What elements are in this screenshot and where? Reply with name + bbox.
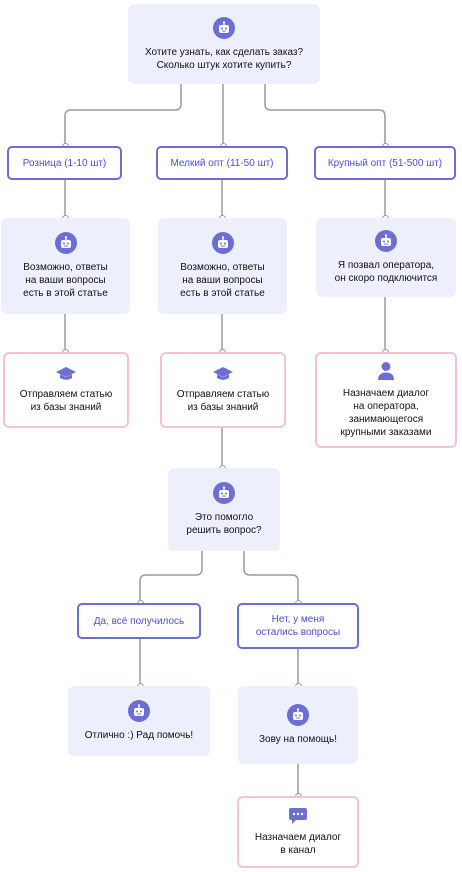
bot-message-large-wholesale: Я позвал оператора, он скоро подключится <box>316 218 456 297</box>
action-text: Отправляем статью из базы знаний <box>176 389 270 413</box>
bot-message-text: Возможно, ответы на ваши вопросы есть в … <box>180 262 265 299</box>
robot-icon <box>213 16 235 39</box>
reply-glad-to-help: Отлично :) Рад помочь! <box>68 686 210 756</box>
option-large-wholesale[interactable]: Крупный опт (51-500 шт) <box>314 146 456 180</box>
action-text: Отправляем статью из базы знаний <box>19 389 113 413</box>
graduation-cap-icon <box>212 366 234 382</box>
user-icon <box>377 361 395 381</box>
bot-message-text: Возможно, ответы на ваши вопросы есть в … <box>23 262 108 299</box>
robot-icon <box>128 700 150 722</box>
option-retail[interactable]: Розница (1-10 шт) <box>7 146 122 180</box>
reply-text: Зову на помощь! <box>259 734 337 745</box>
answer-yes[interactable]: Да, всё получилось <box>77 603 201 639</box>
robot-icon <box>213 482 235 504</box>
bot-message-text: Я позвал оператора, он скоро подключится <box>334 260 438 284</box>
action-text: Назначаем диалог в канал <box>254 832 342 856</box>
answer-no-label: Нет, у меня остались вопросы <box>255 614 341 638</box>
graduation-cap-icon <box>55 366 77 382</box>
option-small-wholesale[interactable]: Мелкий опт (11-50 шт) <box>156 146 288 180</box>
bot-message-small-wholesale: Возможно, ответы на ваши вопросы есть в … <box>158 218 287 314</box>
action-assign-operator: Назначаем диалог на оператора, занимающе… <box>315 352 457 448</box>
question-bot-message: Это помогло решить вопрос? <box>168 468 280 551</box>
action-text: Назначаем диалог на оператора, занимающе… <box>340 388 432 438</box>
chat-bubble-icon <box>288 807 308 825</box>
option-retail-label: Розница (1-10 шт) <box>22 157 107 169</box>
start-text: Хотите узнать, как сделать заказ? Скольк… <box>144 46 304 71</box>
action-send-article-small: Отправляем статью из базы знаний <box>160 352 286 428</box>
action-assign-channel: Назначаем диалог в канал <box>237 796 359 868</box>
robot-icon <box>54 232 77 254</box>
answer-yes-label: Да, всё получилось <box>93 615 185 627</box>
option-small-wholesale-label: Мелкий опт (11-50 шт) <box>170 157 274 169</box>
robot-icon <box>287 704 309 726</box>
action-send-article-retail: Отправляем статью из базы знаний <box>3 352 129 428</box>
reply-calling-help: Зову на помощь! <box>238 686 358 764</box>
reply-text: Отлично :) Рад помочь! <box>84 730 194 741</box>
question-text: Это помогло решить вопрос? <box>186 512 262 536</box>
answer-no[interactable]: Нет, у меня остались вопросы <box>237 603 359 649</box>
start-bot-message: Хотите узнать, как сделать заказ? Скольк… <box>128 4 320 84</box>
robot-icon <box>211 232 234 254</box>
option-large-wholesale-label: Крупный опт (51-500 шт) <box>327 157 443 169</box>
robot-icon <box>375 230 397 252</box>
bot-message-retail: Возможно, ответы на ваши вопросы есть в … <box>1 218 130 314</box>
